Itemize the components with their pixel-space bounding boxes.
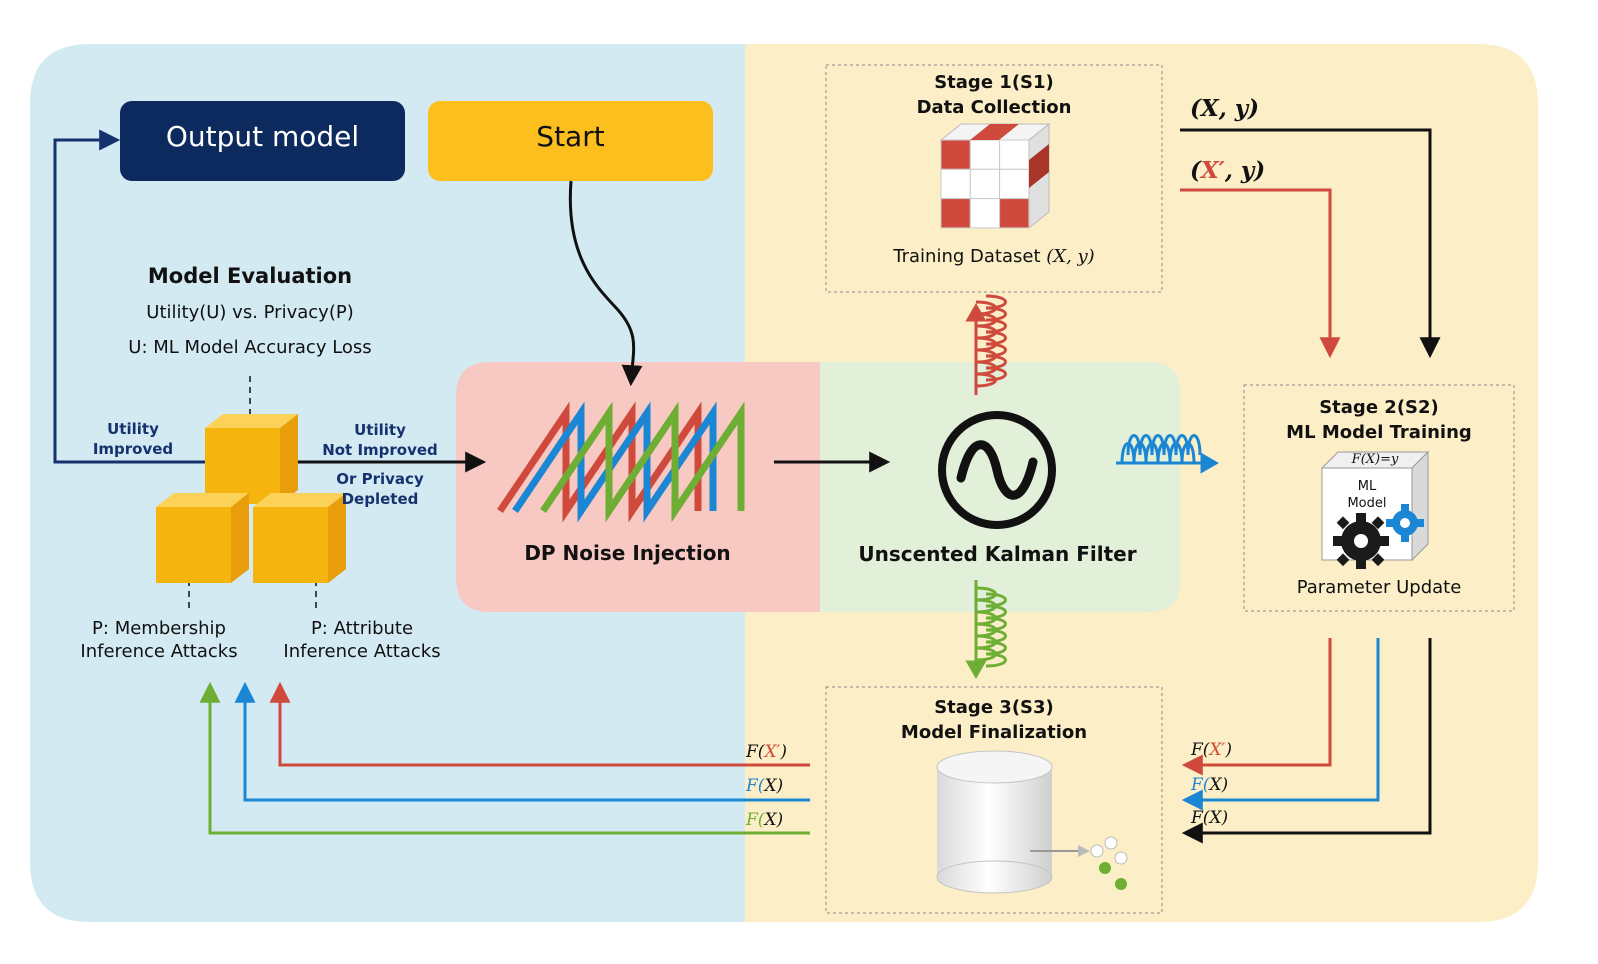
stage1-subtitle: Data Collection [916,97,1072,118]
ml-label-line2: Model [1347,496,1387,511]
s2-red-label: F(X′) [1191,740,1232,760]
not-improved-line2: Not Improved [322,441,438,459]
xprime-open: ( [1190,157,1201,184]
f-var-4: X′ [764,742,781,762]
attribute-line2: Inference Attacks [283,641,441,662]
xprime-arrow [1180,188,1341,359]
stage2-subtitle: ML Model Training [1286,422,1472,443]
stage2-formula: F(X)=y [1351,452,1399,467]
membership-attacks-label: P: Membership Inference Attacks [72,617,246,663]
utility-improved-label: Utility Improved [78,419,188,459]
evaluation-line2: U: ML Model Accuracy Loss [128,337,372,358]
not-improved-label: Utility Not Improved [318,420,442,460]
s2-black-label: F(X) [1191,808,1228,828]
stage3-title: Stage 3(S3) [934,697,1054,718]
feedback-blue [234,681,810,802]
output-model-label[interactable]: Output model [165,120,360,153]
f-close-2: ) [1221,775,1229,795]
feedback-red-label: F(X′) [746,742,787,762]
membership-line1: P: Membership [92,618,226,639]
stage1-title: Stage 1(S1) [934,72,1054,93]
f-close-6: ) [776,810,784,830]
stage2-model-label: ML Model [1322,478,1412,512]
s2-blue-arrow [1181,638,1380,811]
coil-down [965,580,1007,680]
f-open-3: F( [1191,808,1210,828]
xprime-var: X′ [1200,157,1225,184]
f-close-5: ) [776,776,784,796]
gear-icon [1333,513,1389,569]
f-open-1: F( [1191,740,1210,760]
start-arrow [568,180,643,387]
output-model-box [120,101,405,181]
f-open-5: F( [746,776,765,796]
f-var-1: X′ [1209,740,1226,760]
stage3-subtitle: Model Finalization [900,722,1088,743]
stage3-box [825,686,1163,914]
f-var-2: X [1209,775,1222,795]
feedback-green [199,681,810,835]
database-icon [936,750,1128,894]
privacy-depleted-label: Or Privacy Depleted [326,469,434,509]
xprime-rest: , y) [1224,157,1266,184]
s2-red-arrow [1181,638,1332,776]
stage2-caption: Parameter Update [1296,577,1462,598]
start-box [428,101,713,181]
s2-black-arrow [1181,638,1432,844]
utility-improved-arrow [53,129,205,464]
dataset-cube-icon [939,122,1051,230]
small-gear-icon [1386,504,1424,542]
utility-improved-line1: Utility [107,420,159,438]
dp-panel [456,362,820,612]
xy-flow-label: (X, y) [1190,95,1259,122]
f-var-6: X [764,810,777,830]
s2-blue-label: F(X) [1191,775,1228,795]
attribute-attacks-label: P: Attribute Inference Attacks [275,617,449,663]
stage2-box [1243,384,1515,612]
stage2-title: Stage 2(S2) [1319,397,1439,418]
evaluation-cubes [156,414,346,583]
f-close-1: ) [1225,740,1233,760]
xy-arrow [1180,128,1441,359]
f-open-2: F( [1191,775,1210,795]
training-dataset-math: (X, y) [1046,246,1095,267]
f-close-4: ) [780,742,788,762]
dp-noise-label: DP Noise Injection [524,541,731,565]
membership-line2: Inference Attacks [80,641,238,662]
feedback-green-label: F(X) [746,810,783,830]
privacy-depleted-line2: Depleted [341,490,419,508]
ukf-icon [938,411,1056,529]
coil-right [1116,434,1220,474]
evaluation-title: Model Evaluation [147,264,353,288]
attribute-line1: P: Attribute [310,618,414,639]
stage1-caption: Training Dataset (X, y) [826,246,1162,267]
coil-up [965,294,1007,395]
evaluation-line1: Utility(U) vs. Privacy(P) [146,302,354,323]
f-close-3: ) [1221,808,1229,828]
f-var-3: X [1209,808,1222,828]
feedback-red [269,681,810,767]
ukf-label: Unscented Kalman Filter [858,542,1137,566]
ml-label-line1: ML [1357,479,1377,494]
not-improved-line1: Utility [354,421,406,439]
feedback-blue-label: F(X) [746,776,783,796]
noise-sawtooth [497,401,745,523]
start-label[interactable]: Start [536,120,605,153]
f-open-6: F( [746,810,765,830]
xprime-flow-label: (X′, y) [1190,157,1265,184]
f-open-4: F( [746,742,765,762]
stage1-box [825,64,1163,293]
privacy-depleted-line1: Or Privacy [336,470,424,488]
f-var-5: X [764,776,777,796]
utility-improved-line2: Improved [92,440,174,458]
training-dataset-text: Training Dataset [893,246,1041,267]
